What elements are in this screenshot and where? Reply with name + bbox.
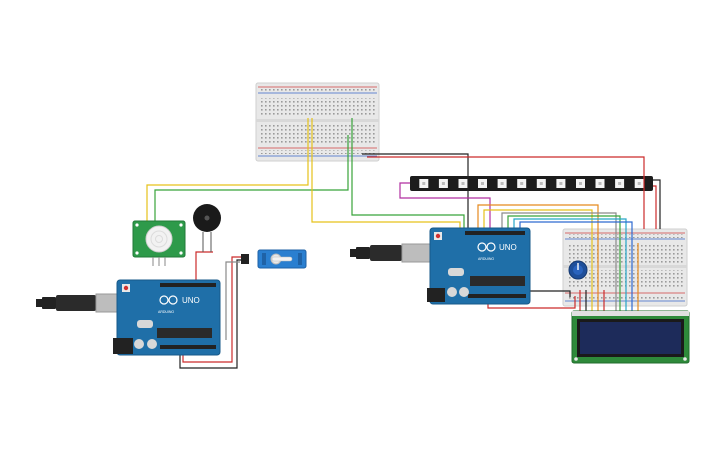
wire-gray-1[interactable] bbox=[501, 212, 617, 250]
led-pixel-chip bbox=[481, 182, 484, 185]
breadboard-top[interactable] bbox=[255, 82, 380, 162]
board-brand-label: ARDUINO bbox=[478, 257, 494, 261]
arduino-uno-left[interactable]: UNO ARDUINO bbox=[36, 279, 221, 356]
led-pixel-chip bbox=[579, 182, 582, 185]
led-pixel-chip bbox=[520, 182, 524, 185]
board-brand-label: ARDUINO bbox=[158, 310, 174, 314]
led-pixel-chip bbox=[441, 182, 445, 185]
wire-servo-signal[interactable] bbox=[225, 261, 240, 340]
wires bbox=[146, 118, 661, 369]
board-model-label: UNO bbox=[499, 243, 517, 252]
wire-red-5v-right[interactable] bbox=[487, 296, 576, 309]
pir-sensor-dome-icon bbox=[145, 225, 173, 253]
wire-yellow-pir[interactable] bbox=[146, 118, 309, 222]
led-pixel-chip bbox=[422, 182, 426, 185]
wire-green-2[interactable] bbox=[507, 215, 621, 250]
lcd-display[interactable] bbox=[571, 310, 690, 364]
led-pixel-chip bbox=[618, 182, 622, 185]
wire-green-pir[interactable] bbox=[154, 135, 349, 222]
led-strip-cells bbox=[419, 179, 644, 188]
led-pixel-chip bbox=[539, 182, 543, 185]
led-pixel-chip bbox=[559, 182, 563, 185]
wire-red-top[interactable] bbox=[367, 156, 645, 229]
led-pixel-chip bbox=[500, 182, 504, 185]
wire-red-strip[interactable] bbox=[653, 185, 657, 229]
piezo-buzzer-icon bbox=[193, 204, 221, 232]
led-strip[interactable] bbox=[410, 176, 653, 191]
wire-red-servo[interactable] bbox=[182, 256, 243, 363]
usb-b-connector-icon bbox=[350, 243, 433, 263]
buzzer[interactable] bbox=[193, 204, 221, 252]
wire-black-top[interactable] bbox=[362, 153, 469, 233]
usb-b-connector-icon bbox=[36, 293, 129, 313]
wire-green-top[interactable] bbox=[351, 118, 465, 233]
pir-sensor[interactable] bbox=[132, 220, 186, 266]
micro-servo-icon bbox=[257, 249, 307, 269]
breadboard-right[interactable] bbox=[562, 228, 688, 307]
potentiometer-knob-icon bbox=[568, 260, 588, 280]
led-pixel-chip bbox=[461, 182, 465, 185]
board-model-label: UNO bbox=[182, 296, 200, 305]
lcd-16x2-icon bbox=[571, 310, 690, 364]
wire-black-gnd-right[interactable] bbox=[528, 290, 571, 297]
wire-black-strip[interactable] bbox=[653, 179, 661, 229]
wire-cyan-1[interactable] bbox=[513, 218, 627, 250]
servo-motor[interactable] bbox=[241, 249, 307, 269]
arduino-uno-right[interactable]: UNO ARDUINO bbox=[350, 227, 531, 305]
wire-black-servo[interactable] bbox=[179, 259, 247, 369]
potentiometer[interactable] bbox=[568, 260, 588, 280]
wire-red-buzzer[interactable] bbox=[195, 251, 213, 285]
led-pixel-chip bbox=[637, 182, 641, 185]
arduino-logo bbox=[477, 242, 496, 252]
led-pixel-chip bbox=[598, 182, 602, 185]
arduino-logo bbox=[159, 295, 178, 305]
wire-orange-1[interactable] bbox=[477, 204, 599, 250]
wire-yellow-2[interactable] bbox=[483, 209, 593, 250]
